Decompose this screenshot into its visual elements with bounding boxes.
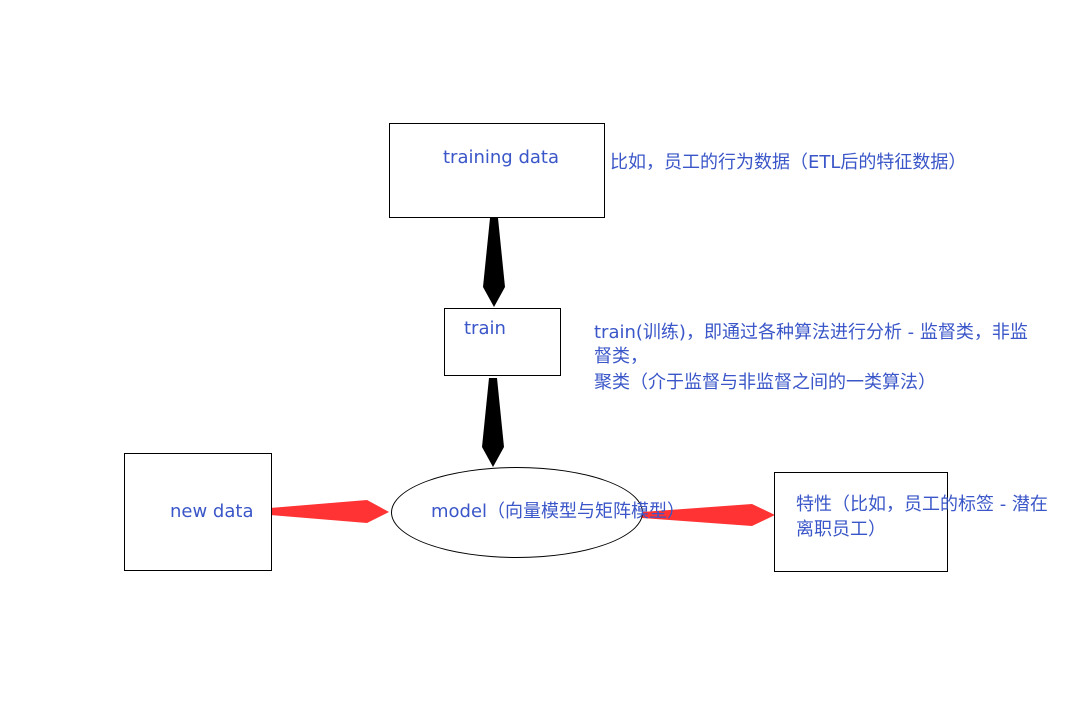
model-ellipse: [391, 467, 643, 558]
train-note-line1: train(训练)，即通过各种算法进行分析 - 监督类，非监: [594, 322, 1028, 343]
training-data-note: 比如，员工的行为数据（ETL后的特征数据）: [610, 152, 967, 173]
train-note-line2: 督类，: [594, 346, 648, 367]
arrow-model-to-feature: [642, 504, 775, 526]
training-data-box: [389, 123, 605, 218]
arrow-newdata-to-model: [270, 500, 389, 523]
feature-box: [774, 472, 948, 572]
new-data-label: new data: [170, 501, 254, 522]
new-data-box: [124, 453, 272, 571]
train-box: [444, 308, 561, 376]
arrow-training-to-train: [483, 218, 505, 307]
feature-label-line1: 特性（比如，员工的标签 - 潜在: [796, 494, 1048, 515]
model-label: model（向量模型与矩阵模型）: [431, 501, 686, 522]
train-note-line3: 聚类（介于监督与非监督之间的一类算法）: [594, 372, 936, 393]
arrow-train-to-model: [482, 378, 504, 467]
training-data-label: training data: [443, 147, 559, 168]
train-label: train: [464, 318, 506, 339]
feature-label-line2: 离职员工）: [796, 519, 886, 540]
